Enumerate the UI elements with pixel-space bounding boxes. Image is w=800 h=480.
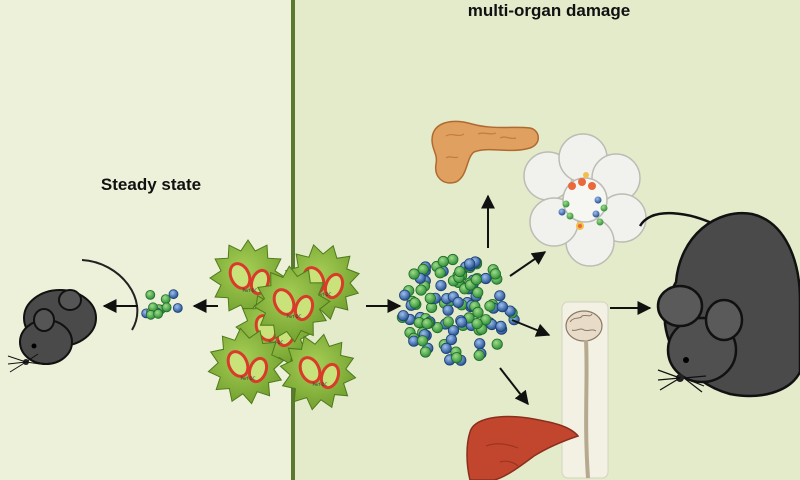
arrow-to-brain [511, 319, 551, 337]
perf-dc-label: Perf-DC [243, 288, 258, 293]
t-cell-green [415, 284, 427, 296]
t-cell-green [434, 267, 446, 279]
small-t-cell-cluster [141, 289, 183, 320]
t-cell-blue [168, 289, 179, 300]
t-cell-green [431, 321, 443, 334]
perf-dc-label: Perf-DC [317, 292, 332, 297]
perf-dc-cell: Perf-DC [207, 327, 285, 405]
large-mouse-icon [638, 211, 800, 398]
t-cell-green [424, 292, 436, 304]
t-cell-green [408, 268, 420, 280]
steady-state-panel [0, 0, 293, 480]
t-cell-blue [474, 338, 486, 350]
panel-divider [291, 0, 295, 480]
t-cell-green [472, 286, 484, 299]
t-cell-green [491, 338, 503, 350]
t-cell-green [416, 335, 429, 347]
t-cell-green [471, 317, 483, 330]
islet-icon [523, 133, 647, 267]
t-cell-green [419, 346, 432, 358]
t-cell-green [437, 255, 449, 268]
arrow-to-islet [509, 251, 547, 277]
t-cell-blue [452, 296, 464, 308]
t-cell-green [454, 265, 466, 278]
t-cell-green [489, 268, 501, 280]
perf-dc-cell: Perf-DC [253, 265, 331, 343]
t-cell-blue [463, 258, 476, 270]
t-cell-green [484, 300, 496, 312]
large-t-cell-cluster [396, 253, 520, 366]
t-cell-blue [399, 289, 411, 301]
small-mouse-icon [7, 259, 139, 373]
steady-state-label: Steady state [101, 175, 201, 194]
t-cell-green [470, 273, 482, 286]
t-cell-green [473, 349, 485, 361]
t-cell-blue [480, 272, 492, 285]
pancreas-icon [431, 120, 539, 184]
t-cell-green [442, 316, 454, 328]
perf-dc-label: Perf-DC [313, 382, 328, 387]
perf-dc-label: Perf-DC [287, 314, 302, 319]
t-cell-green [451, 352, 463, 364]
brain-spinal-cord-icon [561, 301, 609, 479]
liver-icon [466, 415, 580, 480]
perf-dc-cluster: Perf-DCPerf-DCPerf-DCPerf-DCPerf-DCPerf-… [207, 239, 360, 411]
arrow-to-liver [499, 367, 529, 406]
t-cell-blue [440, 342, 452, 354]
t-cell-green [161, 302, 172, 313]
t-cell-blue [435, 279, 447, 292]
t-cell-green [409, 297, 421, 309]
t-cell-green [472, 306, 484, 318]
t-cell-blue [495, 320, 507, 332]
t-cell-blue [496, 301, 508, 313]
perf-dc-label: Perf-DC [241, 376, 256, 381]
perf-dc-cell: Perf-DC [279, 333, 357, 411]
t-cell-green [153, 308, 164, 319]
t-cell-green [145, 289, 156, 300]
t-cell-blue [397, 310, 409, 322]
t-cell-blue [172, 303, 183, 313]
t-cell-blue [442, 304, 454, 316]
t-cell-green [160, 294, 171, 305]
t-cell-blue [455, 316, 468, 328]
t-cell-blue [494, 290, 506, 302]
t-cell-green [421, 317, 433, 330]
multi-organ-damage-label: multi-organ damage [468, 1, 630, 20]
t-cell-green [447, 253, 459, 266]
t-cell-blue [445, 333, 457, 346]
